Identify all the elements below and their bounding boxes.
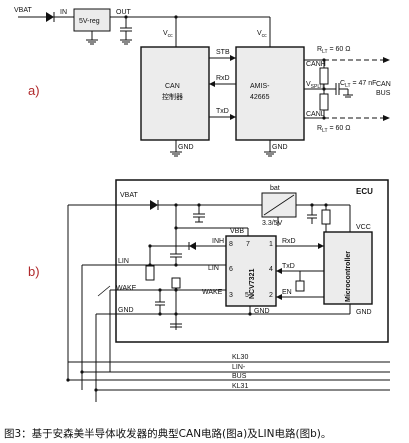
termination-resistor-bottom bbox=[319, 93, 329, 111]
canl-label: CANL bbox=[306, 111, 325, 118]
figure-caption: 图3：基于安森美半导体收发器的典型CAN电路(图a)及LIN电路(图b)。 bbox=[4, 428, 332, 440]
txd-label-b: TxD bbox=[282, 263, 295, 270]
vbb-label: VBB bbox=[230, 228, 244, 235]
pin3: 3 bbox=[229, 292, 233, 299]
gnd-left-label: GND bbox=[118, 307, 134, 314]
can-controller-box bbox=[140, 46, 210, 141]
transceiver-line1: AMIS- bbox=[250, 83, 270, 90]
reg-label-b: 3.3/5V bbox=[262, 220, 283, 227]
can-controller-line2: 控制器 bbox=[162, 92, 183, 101]
regulator-label: 5V-reg bbox=[79, 18, 100, 25]
out-label: OUT bbox=[116, 9, 132, 16]
in-label: IN bbox=[60, 9, 67, 16]
termination-resistor-top bbox=[319, 67, 329, 85]
wake-left-label: WAKE bbox=[116, 285, 137, 292]
pin4: 4 bbox=[269, 266, 273, 273]
ctrl-ground-icon bbox=[170, 151, 182, 157]
pin5: 5 bbox=[245, 292, 249, 299]
inh-diode bbox=[188, 242, 196, 250]
rxd-label-b: RxD bbox=[282, 238, 296, 245]
pin1: 1 bbox=[269, 241, 273, 248]
mcu-label: Microcontroller bbox=[345, 251, 352, 302]
vsplit-label: VSPLIT bbox=[306, 81, 325, 90]
can-circuit: VBAT IN 5V-reg OUT bbox=[14, 7, 391, 157]
vcc-xcvr-label: Vcc bbox=[257, 30, 267, 39]
canh-label: CANH bbox=[306, 61, 326, 68]
clt-label: CLT = 47 nF bbox=[340, 80, 376, 89]
reg-ground-icon bbox=[86, 39, 98, 45]
output-capacitor bbox=[120, 17, 132, 45]
section-a-label: a) bbox=[28, 83, 40, 98]
ncv7321-chip bbox=[225, 235, 277, 307]
gnd-ctrl-label: GND bbox=[178, 144, 194, 151]
split-capacitor bbox=[335, 83, 353, 98]
xcvr-ground-icon bbox=[264, 151, 276, 157]
transceiver-line2: 42665 bbox=[250, 94, 270, 101]
ecu-frame bbox=[115, 179, 389, 343]
pin2: 2 bbox=[269, 292, 273, 299]
en-label: EN bbox=[282, 289, 292, 296]
vcc-label-b: VCC bbox=[356, 224, 371, 231]
input-diode-a bbox=[46, 12, 55, 22]
gnd-mcu-label: GND bbox=[356, 309, 372, 316]
vbat-label-a: VBAT bbox=[14, 7, 32, 14]
vcc-ctrl-label: Vcc bbox=[163, 30, 173, 39]
ecu-label: ECU bbox=[356, 187, 373, 196]
lin-circuit: ECU VBAT bat 3.3/5V bbox=[66, 179, 390, 402]
rlt-top-label: RLT = 60 Ω bbox=[317, 46, 350, 55]
stb-label: STB bbox=[216, 49, 230, 56]
section-b-label: b) bbox=[28, 264, 40, 279]
lin-left-label: LIN bbox=[118, 258, 129, 265]
txd-label-a: TxD bbox=[216, 108, 229, 115]
transceiver-box bbox=[235, 46, 305, 141]
kl31-label: KL31 bbox=[232, 383, 248, 390]
can-controller-line1: CAN bbox=[165, 83, 180, 90]
rlt-bottom-label: RLT = 60 Ω bbox=[317, 125, 350, 134]
inh-label: INH bbox=[212, 238, 224, 245]
kl30-label: KL30 bbox=[232, 354, 248, 361]
wake-pin-label: WAKE bbox=[202, 289, 223, 296]
rxd-label-a: RxD bbox=[216, 75, 230, 82]
lin-pin-label: LIN bbox=[208, 265, 219, 272]
can-bus-line2: BUS bbox=[376, 90, 391, 97]
lin-bus-line1: LIN- bbox=[232, 364, 246, 371]
bat-label: bat bbox=[270, 185, 280, 192]
lin-bus-line2: BUS bbox=[232, 373, 247, 380]
can-bus-line1: CAN bbox=[376, 81, 391, 88]
input-diode-b bbox=[150, 200, 159, 210]
microcontroller-box bbox=[323, 231, 373, 305]
gnd-xcvr-label: GND bbox=[272, 144, 288, 151]
vbat-label-b: VBAT bbox=[120, 192, 138, 199]
pin6: 6 bbox=[229, 266, 233, 273]
ncv7321-label: NCV7321 bbox=[249, 269, 256, 299]
gnd-chip-label: GND bbox=[254, 308, 270, 315]
pin7: 7 bbox=[246, 241, 250, 248]
pin8: 8 bbox=[229, 241, 233, 248]
